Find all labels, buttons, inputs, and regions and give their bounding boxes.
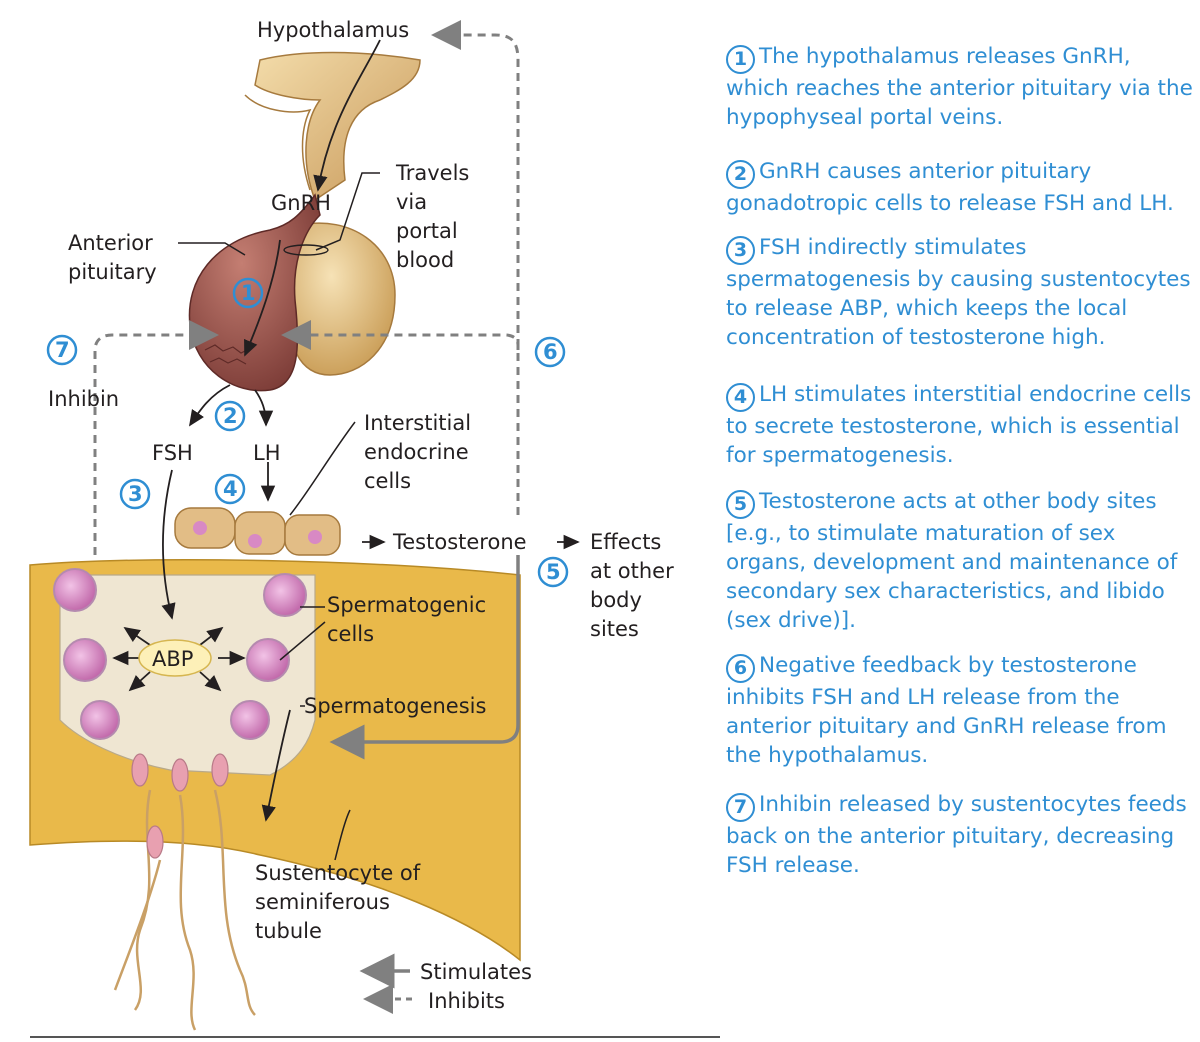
testosterone-to-tubule-arrow	[329, 555, 520, 760]
step-3-text: FSH indirectly stimulates spermatogenesi…	[726, 235, 1191, 350]
step-marker-5: 5	[537, 556, 569, 588]
travels-label-4: blood	[396, 248, 454, 272]
svg-text:6: 6	[543, 340, 558, 364]
sustentocyte-label-1: Sustentocyte of	[255, 861, 421, 885]
svg-text:1: 1	[241, 281, 256, 305]
stimulation-arrows	[112, 39, 580, 822]
effects-label-1: Effects	[590, 530, 661, 554]
interstitial-label-1: Interstitial	[364, 411, 471, 435]
spermatogenic-cells	[53, 568, 307, 792]
legend-stimulates-label: Stimulates	[420, 960, 532, 984]
interstitial-label-3: cells	[364, 469, 411, 493]
spermatogenesis-label: Spermatogenesis	[304, 694, 486, 718]
inhibition-arrows	[93, 20, 520, 555]
step-4-number: 4	[726, 383, 755, 412]
interstitial-cells-illustration	[174, 507, 341, 556]
spermatogenic-label-2: cells	[327, 622, 374, 646]
hypothalamus-label: Hypothalamus	[257, 18, 409, 42]
sustentocyte-label-2: seminiferous	[255, 890, 390, 914]
step-5-number: 5	[726, 490, 755, 519]
step-marker-7: 7	[46, 334, 78, 366]
effects-label-4: sites	[590, 617, 639, 641]
step-marker-1: 1	[232, 277, 264, 309]
step-6-number: 6	[726, 654, 755, 683]
anterior-pituitary-label-1: Anterior	[68, 231, 153, 255]
legend: Stimulates Inhibits	[359, 953, 532, 1014]
hypothalamus-illustration	[244, 51, 421, 202]
step-marker-3: 3	[119, 478, 151, 510]
step-7-number: 7	[726, 793, 755, 822]
step-6-text: Negative feedback by testosterone inhibi…	[726, 653, 1167, 768]
step-5-text: Testosterone acts at other body sites [e…	[726, 489, 1178, 633]
travels-label-3: portal	[396, 219, 458, 243]
step-marker-2: 2	[214, 400, 246, 432]
legend-inhibits-label: Inhibits	[428, 989, 505, 1013]
svg-text:7: 7	[55, 338, 70, 362]
testosterone-label: Testosterone	[392, 530, 527, 554]
step-1-number: 1	[726, 45, 755, 74]
inhibin-label: Inhibin	[48, 387, 119, 411]
abp-label: ABP	[152, 647, 193, 671]
svg-text:3: 3	[128, 482, 143, 506]
svg-text:2: 2	[223, 404, 238, 428]
travels-label-2: via	[396, 190, 427, 214]
travels-label-1: Travels	[395, 161, 469, 185]
anterior-pituitary-label-2: pituitary	[68, 260, 157, 284]
pointer-lines	[178, 172, 380, 861]
step-1-text: The hypothalamus releases GnRH, which re…	[726, 44, 1193, 130]
fsh-label: FSH	[152, 441, 193, 465]
sustentocyte-label-3: tubule	[255, 919, 322, 943]
lh-label: LH	[253, 441, 281, 465]
interstitial-label-2: endocrine	[364, 440, 469, 464]
step-3-number: 3	[726, 236, 755, 265]
step-marker-6: 6	[534, 336, 566, 368]
effects-label-2: at other	[590, 559, 674, 583]
pituitary-illustration	[188, 193, 396, 392]
step-2-number: 2	[726, 160, 755, 189]
spermatogenic-label-1: Spermatogenic	[327, 593, 486, 617]
svg-text:4: 4	[223, 477, 238, 501]
gnrh-label: GnRH	[271, 191, 331, 215]
step-7-text: Inhibin released by sustentocytes feeds …	[726, 792, 1187, 878]
sperm-tails	[113, 789, 256, 1031]
abp-ellipse	[138, 639, 212, 677]
step-2-text: GnRH causes anterior pituitary gonadotro…	[726, 159, 1174, 216]
step-4-text: LH stimulates interstitial endocrine cel…	[726, 382, 1192, 468]
hormonal-regulation-diagram: Hypothalamus Travels via portal blood Gn…	[29, 18, 674, 1031]
bottom-divider	[30, 1036, 720, 1038]
sperm-head	[146, 825, 164, 859]
effects-label-3: body	[590, 588, 642, 612]
step-marker-4: 4	[214, 473, 246, 505]
svg-text:5: 5	[546, 560, 561, 584]
